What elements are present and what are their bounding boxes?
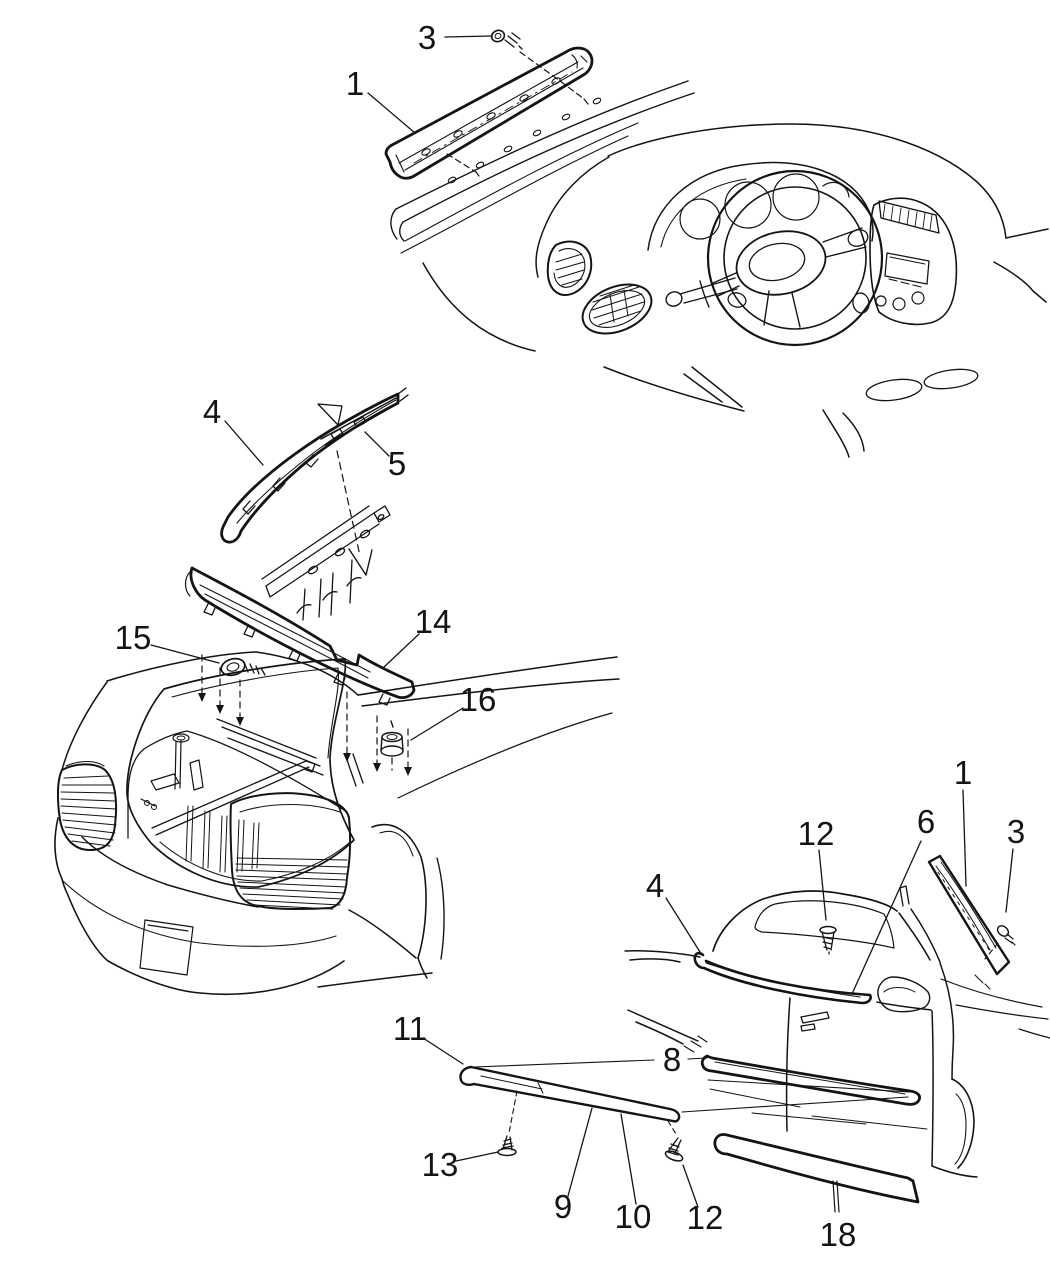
body-side-moulding-exploded: [459, 1057, 909, 1162]
callout-retainer: 5: [388, 445, 406, 482]
callout-screw-side: 3: [1007, 813, 1025, 850]
dashboard-illustration: [422, 123, 1049, 458]
callout-door-moulding: 8: [663, 1041, 681, 1078]
front-car-illustration: [54, 651, 620, 996]
callout-screw-windshield: 12: [798, 815, 835, 852]
callout-screw-top: 3: [418, 19, 436, 56]
callout-screw-left: 13: [422, 1146, 459, 1183]
screw-icon: [819, 925, 837, 955]
callout-a-pillar-moulding: 1: [954, 754, 972, 791]
windshield-side-moulding: [220, 387, 409, 576]
screw-icon: [664, 1120, 684, 1162]
callout-header-moulding: 1: [346, 65, 364, 102]
screw-icon: [984, 925, 1016, 960]
callout-moulding-face: 10: [615, 1198, 652, 1235]
callout-labels: 3 1 4 5 14 15 16 1 6 3 12 4 11 8 13 9 10…: [115, 19, 1026, 1253]
windshield-header-moulding: [384, 46, 594, 180]
windshield-frame: [390, 51, 695, 254]
screw-icon: [497, 1090, 518, 1157]
callout-grommet: 16: [460, 681, 497, 718]
callout-cowl-grille: 14: [415, 603, 452, 640]
a-pillar-moulding: [927, 854, 1011, 990]
leader-lines: [150, 35, 1014, 1208]
screw-icon: [490, 29, 523, 50]
callout-push-pin: 15: [115, 619, 152, 656]
callout-windshield-moulding: 6: [917, 803, 935, 840]
callout-moulding-edge: 9: [554, 1188, 572, 1225]
cowl-grille-moulding: [184, 566, 416, 706]
grommet-fastener-icon: [380, 720, 404, 757]
callout-side-moulding-installed: 4: [646, 867, 664, 904]
callout-lower-door-moulding: 18: [820, 1216, 857, 1253]
cowl-support-structure: [261, 505, 391, 621]
push-pin-fastener-icon: [220, 657, 266, 677]
side-car-illustration: [624, 854, 1050, 1213]
installation-arrows: [198, 654, 412, 776]
callout-screw-right: 12: [687, 1199, 724, 1236]
callout-body-moulding: 11: [393, 1010, 427, 1047]
callout-side-moulding: 4: [203, 393, 221, 430]
